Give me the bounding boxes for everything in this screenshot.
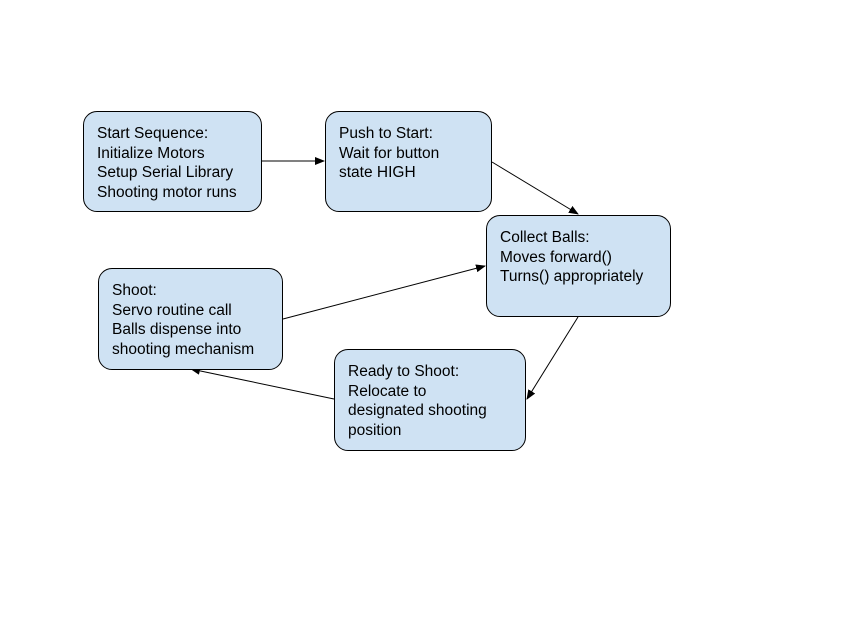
edge-ready-to-shoot: [190, 366, 335, 400]
node-line: Initialize Motors: [97, 144, 205, 162]
edge-collect-to-ready: [526, 316, 579, 400]
node-title: Ready to Shoot:: [348, 363, 460, 380]
node-line: Balls dispense into: [112, 321, 242, 338]
node-title: Collect Balls:: [500, 229, 590, 246]
node-line: shooting mechanism: [112, 340, 255, 358]
node-line: Relocate to: [348, 382, 427, 400]
edge-push-to-collect: [491, 161, 579, 215]
node-line: state HIGH: [339, 164, 416, 181]
ready-to-shoot-node: Ready to Shoot: Relocate to designated s…: [334, 349, 526, 451]
start-sequence-node: Start Sequence: Initialize Motors Setup …: [83, 111, 262, 212]
node-line: Setup Serial Library: [97, 164, 234, 181]
node-line: Turns() appropriately: [500, 268, 644, 285]
edge-shoot-to-collect: [282, 264, 486, 320]
node-line: Moves forward(): [500, 248, 612, 266]
node-line: Shooting motor runs: [97, 183, 237, 201]
node-line: position: [348, 421, 402, 439]
collect-balls-node: Collect Balls: Moves forward() Turns() a…: [486, 215, 671, 317]
node-line: Wait for button: [339, 144, 440, 162]
node-title: Push to Start:: [339, 125, 433, 142]
node-line: designated shooting: [348, 402, 487, 419]
node-title: Start Sequence:: [97, 125, 209, 142]
shoot-node: Shoot: Servo routine call Balls dispense…: [98, 268, 283, 370]
push-to-start-node: Push to Start: Wait for button state HIG…: [325, 111, 492, 212]
node-line: Servo routine call: [112, 301, 232, 319]
node-title: Shoot:: [112, 282, 157, 299]
